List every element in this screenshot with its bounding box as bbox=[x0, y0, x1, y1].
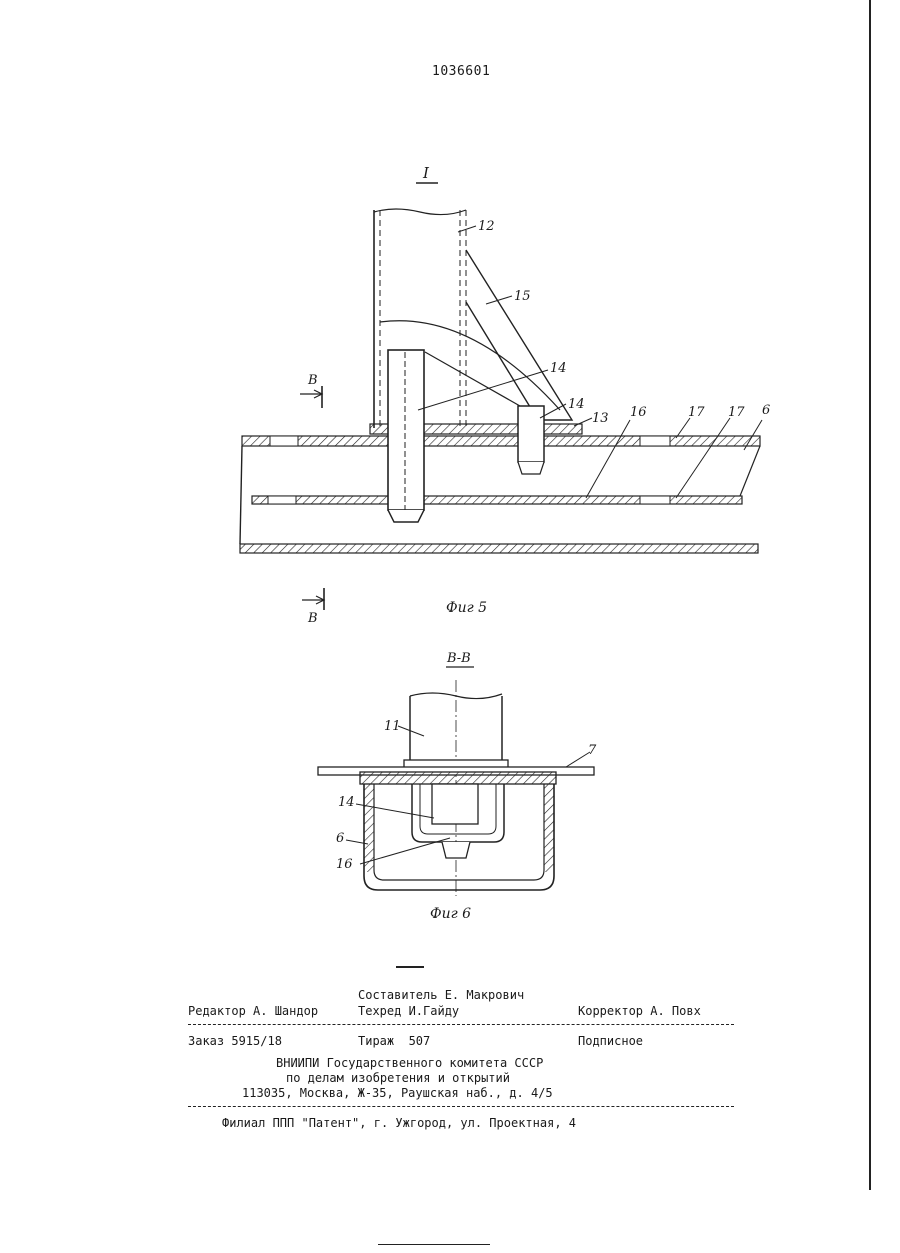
callout-16: 16 bbox=[336, 857, 353, 872]
leader-11 bbox=[398, 726, 424, 736]
callout-7: 7 bbox=[588, 743, 597, 758]
bottom-rule bbox=[378, 1244, 490, 1245]
org-line-2: по делам изобретения и открытий bbox=[286, 1071, 510, 1086]
channel-wall-right bbox=[544, 784, 554, 872]
order-line: Заказ 5915/18 bbox=[188, 1034, 282, 1049]
channel-wall-left bbox=[364, 784, 374, 872]
callout-11: 11 bbox=[384, 719, 401, 734]
divider-2 bbox=[188, 1106, 734, 1107]
editor-line: Редактор А. Шандор bbox=[188, 1004, 318, 1019]
figure-6-drawing: B-B 11 7 14 6 16 bbox=[0, 0, 900, 940]
leader-7 bbox=[566, 752, 590, 767]
branch-line: Филиал ППП "Патент", г. Ужгород, ул. Про… bbox=[222, 1116, 576, 1131]
bolt-14 bbox=[432, 784, 478, 858]
figure-6-caption: Фиг 6 bbox=[430, 906, 471, 922]
org-line-1: ВНИИПИ Государственного комитета СССР bbox=[276, 1056, 543, 1071]
subscription-line: Подписное bbox=[578, 1034, 643, 1049]
callout-14: 14 bbox=[338, 795, 355, 810]
callout-6: 6 bbox=[336, 831, 344, 846]
org-line-3: 113035, Москва, Ж-35, Раушская наб., д. … bbox=[242, 1086, 553, 1101]
divider-1 bbox=[188, 1024, 734, 1025]
corrector-line: Корректор А. Повх bbox=[578, 1004, 701, 1019]
base-plate-hatched bbox=[360, 772, 556, 784]
separator-mark bbox=[396, 966, 424, 968]
circulation-line: Тираж 507 bbox=[358, 1034, 430, 1049]
section-title: B-B bbox=[446, 651, 471, 666]
techred-line: Техред И.Гайду bbox=[358, 1004, 459, 1019]
composer-line: Составитель Е. Макрович bbox=[358, 988, 524, 1003]
